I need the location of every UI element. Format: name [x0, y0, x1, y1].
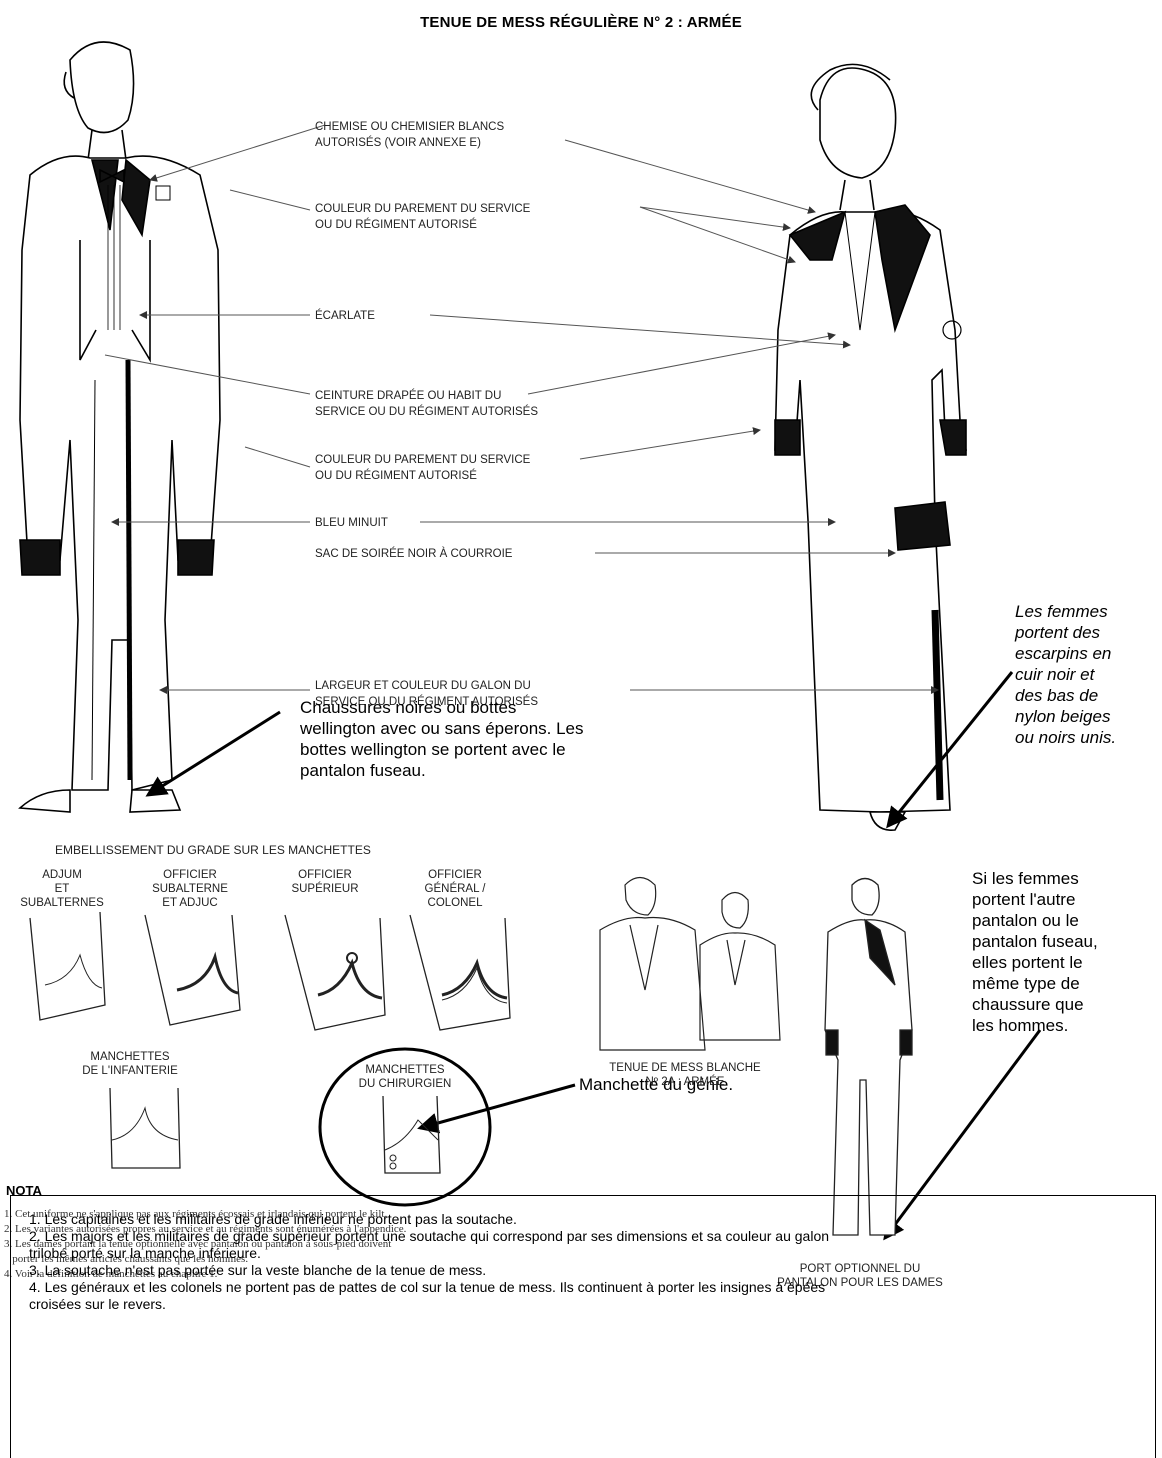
women-trousers-note-line1: Si les femmes	[972, 868, 1098, 889]
callout-shirt-line1: CHEMISE OU CHEMISIER BLANCS	[315, 119, 504, 135]
cuff-label-surgeon-line1: MANCHETTES	[345, 1063, 465, 1077]
callout-stripe-line1: LARGEUR ET COULEUR DU GALON DU	[315, 678, 538, 694]
cuff-label-infantry: MANCHETTES DE L'INFANTERIE	[65, 1050, 195, 1078]
callout-midnight-blue-line1: BLEU MINUIT	[315, 515, 388, 531]
callout-scarlet-line1: ÉCARLATE	[315, 308, 375, 324]
white-mess-caption-line1: TENUE DE MESS BLANCHE	[580, 1061, 790, 1075]
women-shoes-note-line5: des bas de	[1015, 685, 1116, 706]
women-shoes-note-line6: nylon beiges	[1015, 706, 1116, 727]
optional-trousers-figure	[825, 879, 912, 1236]
women-trousers-note-line3: pantalon ou le	[972, 910, 1098, 931]
shoes-note-line4: pantalon fuseau.	[300, 760, 584, 781]
callout-shirt-line2: AUTORISÉS (VOIR ANNEXE E)	[315, 135, 504, 151]
cuff-label-adjum-line3: SUBALTERNES	[12, 896, 112, 910]
white-mess-figures	[600, 878, 780, 1051]
women-trousers-note-line8: les hommes.	[972, 1015, 1098, 1036]
women-shoes-note-line4: cuir noir et	[1015, 664, 1116, 685]
box-note-2-cont: trilobé porté sur la manche inférieure.	[29, 1245, 1139, 1262]
box-note-4: 4. Les généraux et les colonels ne porte…	[29, 1279, 1139, 1296]
cuff-label-adjum-line2: ET	[12, 882, 112, 896]
cuff-label-surgeon-line2: DU CHIRURGIEN	[345, 1077, 465, 1091]
callout-facing-2-line2: OU DU RÉGIMENT AUTORISÉ	[315, 468, 530, 484]
cuff-label-superior: OFFICIER SUPÉRIEUR	[275, 868, 375, 896]
callout-midnight-blue: BLEU MINUIT	[315, 515, 388, 531]
box-note-1: 1. Les capitaines et les militaires de g…	[29, 1211, 1139, 1228]
notes-box: 1. Les capitaines et les militaires de g…	[10, 1195, 1156, 1458]
callout-evening-bag: SAC DE SOIRÉE NOIR À COURROIE	[315, 546, 512, 562]
cuff-label-adjum: ADJUM ET SUBALTERNES	[12, 868, 112, 910]
callout-facing-2-line1: COULEUR DU PAREMENT DU SERVICE	[315, 452, 530, 468]
page-title: TENUE DE MESS RÉGULIÈRE N° 2 : ARMÉE	[0, 14, 1162, 31]
male-officer-figure	[20, 42, 220, 812]
callout-facing-1-line2: OU DU RÉGIMENT AUTORISÉ	[315, 217, 530, 233]
women-trousers-note-line2: portent l'autre	[972, 889, 1098, 910]
cuff-label-subaltern-line3: ET ADJUC	[140, 896, 240, 910]
shoes-note-line3: bottes wellington se portent avec le	[300, 739, 584, 760]
cuff-label-adjum-line1: ADJUM	[12, 868, 112, 882]
callout-evening-bag-line1: SAC DE SOIRÉE NOIR À COURROIE	[315, 546, 512, 562]
women-trousers-note-line4: pantalon fuseau,	[972, 931, 1098, 952]
callout-belt-line2: SERVICE OU DU RÉGIMENT AUTORISÉS	[315, 404, 538, 420]
women-shoes-note-line2: portent des	[1015, 622, 1116, 643]
women-trousers-note-line6: même type de	[972, 973, 1098, 994]
box-note-4-cont: croisées sur le revers.	[29, 1296, 1139, 1313]
cuff-label-general-line3: COLONEL	[405, 896, 505, 910]
cuff-label-subaltern-line2: SUBALTERNE	[140, 882, 240, 896]
cuff-label-infantry-line1: MANCHETTES	[65, 1050, 195, 1064]
cuff-label-subaltern: OFFICIER SUBALTERNE ET ADJUC	[140, 868, 240, 910]
cuff-label-superior-line2: SUPÉRIEUR	[275, 882, 375, 896]
white-mess-caption: TENUE DE MESS BLANCHE Nº 2A : ARMÉE	[580, 1061, 790, 1089]
women-shoes-note-line3: escarpins en	[1015, 643, 1116, 664]
cuff-label-subaltern-line1: OFFICIER	[140, 868, 240, 882]
cuff-label-surgeon: MANCHETTES DU CHIRURGIEN	[345, 1063, 465, 1091]
cuffs-heading: EMBELLISSEMENT DU GRADE SUR LES MANCHETT…	[55, 843, 371, 857]
box-note-3: 3. La soutache n'est pas portée sur la v…	[29, 1262, 1139, 1279]
box-note-2: 2. Les majors et les militaires de grade…	[29, 1228, 1139, 1245]
shoes-note-line2: wellington avec ou sans éperons. Les	[300, 718, 584, 739]
women-trousers-note: Si les femmes portent l'autre pantalon o…	[972, 868, 1098, 1036]
shoes-note: Chaussures noires ou bottes wellington a…	[300, 697, 584, 781]
women-trousers-note-line5: elles portent le	[972, 952, 1098, 973]
callout-facing-1-line1: COULEUR DU PAREMENT DU SERVICE	[315, 201, 530, 217]
cuff-label-infantry-line2: DE L'INFANTERIE	[65, 1064, 195, 1078]
women-trousers-note-line7: chaussure que	[972, 994, 1098, 1015]
callout-shirt: CHEMISE OU CHEMISIER BLANCS AUTORISÉS (V…	[315, 119, 504, 151]
female-officer-figure	[775, 64, 966, 830]
cuff-label-general-line1: OFFICIER	[405, 868, 505, 882]
cuff-label-general: OFFICIER GÉNÉRAL / COLONEL	[405, 868, 505, 910]
cuff-label-general-line2: GÉNÉRAL /	[405, 882, 505, 896]
callout-belt: CEINTURE DRAPÉE OU HABIT DU SERVICE OU D…	[315, 388, 538, 420]
women-shoes-note-line7: ou noirs unis.	[1015, 727, 1116, 748]
white-mess-caption-line2: Nº 2A : ARMÉE	[580, 1075, 790, 1089]
callout-belt-line1: CEINTURE DRAPÉE OU HABIT DU	[315, 388, 538, 404]
callout-scarlet: ÉCARLATE	[315, 308, 375, 324]
women-shoes-note-line1: Les femmes	[1015, 601, 1116, 622]
shoes-note-line1: Chaussures noires ou bottes	[300, 697, 584, 718]
cuff-drawings	[30, 912, 510, 1173]
women-shoes-note: Les femmes portent des escarpins en cuir…	[1015, 601, 1116, 748]
cuff-label-superior-line1: OFFICIER	[275, 868, 375, 882]
callout-facing-1: COULEUR DU PAREMENT DU SERVICE OU DU RÉG…	[315, 201, 530, 233]
callout-facing-2: COULEUR DU PAREMENT DU SERVICE OU DU RÉG…	[315, 452, 530, 484]
